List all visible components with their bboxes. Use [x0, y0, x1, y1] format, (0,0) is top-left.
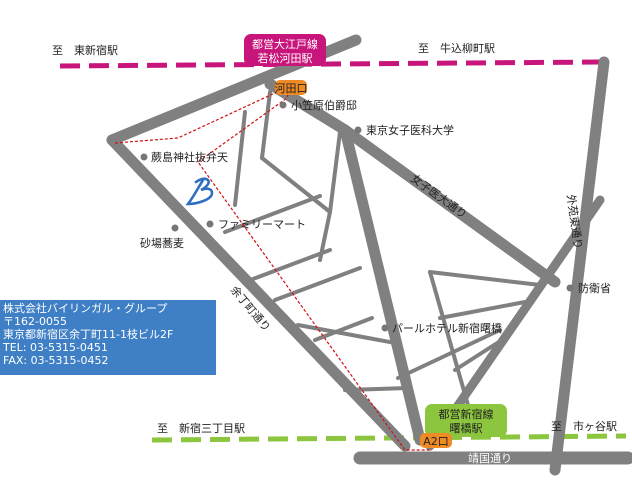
company-tel[interactable]: TEL: 03-5315-0451	[3, 341, 108, 354]
akebonobashi-station[interactable]: 都営新宿線 曙橋駅	[425, 404, 507, 437]
wakamatsu-kawada-station[interactable]: 都営大江戸線 若松河田駅	[244, 34, 326, 66]
exit-kawada-badge	[275, 80, 307, 95]
oedo-station-badge	[244, 34, 326, 66]
landmark-pearl[interactable]: パールホテル新宿曙橋	[381, 321, 503, 335]
landmark-marker	[171, 224, 179, 232]
exit-a2-badge	[420, 433, 452, 448]
shinjuku-west-direction: 至 新宿三丁目駅	[157, 421, 245, 435]
shinjuku-station-badge	[425, 404, 507, 437]
shinjuku-line-name: 都営新宿線	[439, 407, 494, 421]
shinjuku-rail-line	[151, 433, 627, 443]
landmark-marker	[140, 153, 148, 161]
exit-kawada[interactable]: 河田口	[275, 80, 308, 95]
oedo-station-name: 若松河田駅	[258, 51, 313, 65]
company-address: 東京都新宿区余丁町11-1枝ビル2F	[3, 328, 174, 341]
landmark-marker	[279, 101, 287, 109]
landmark-benten[interactable]: 蕨島神社抜弁天	[140, 150, 229, 164]
landmark-sunaba[interactable]: 砂場蕎麦	[140, 224, 184, 251]
landmark-marker	[566, 284, 574, 292]
oedo-west-direction: 至 東新宿駅	[52, 43, 118, 57]
landmark-familymart[interactable]: ファミリーマート	[206, 218, 307, 231]
walking-route	[114, 84, 432, 451]
company-postal: 〒162-0055	[3, 315, 67, 328]
gaien-road	[549, 56, 610, 476]
joshi-idai-road	[339, 124, 561, 288]
office-logo-b-icon[interactable]	[185, 177, 214, 206]
landmark-twmu[interactable]: 東京女子医科大学	[354, 123, 455, 137]
road-label-yasukuni: 靖国通り	[468, 452, 512, 465]
oedo-line-name: 都営大江戸線	[252, 37, 318, 51]
oedo-east-direction: 至 牛込柳町駅	[418, 41, 495, 55]
road-label-joshi-idai: 女子医大通り	[408, 171, 470, 221]
landmark-label: 小笠原伯爵邸	[291, 98, 357, 112]
minor-streets	[223, 90, 542, 414]
landmark-ogasawara[interactable]: 小笠原伯爵邸	[279, 98, 358, 112]
exit-a2[interactable]: A2口	[420, 433, 452, 448]
company-name: 株式会社バイリンガル・グループ	[3, 302, 168, 315]
yocho-road	[106, 134, 411, 452]
landmark-marker	[381, 324, 389, 332]
company-info-box: 株式会社バイリンガル・グループ 〒162-0055 東京都新宿区余丁町11-1枝…	[0, 300, 216, 375]
oedo-rail-line	[59, 59, 601, 69]
landmark-label: 蕨島神社抜弁天	[151, 150, 228, 164]
exit-a2-label: A2口	[423, 435, 449, 448]
landmark-label: ファミリーマート	[218, 218, 306, 231]
landmark-label: 東京女子医科大学	[366, 123, 454, 137]
roads	[106, 34, 632, 476]
landmark-label: パールホテル新宿曙橋	[392, 321, 502, 335]
landmark-marker	[354, 126, 362, 134]
shinjuku-east-direction: 至 市ヶ谷駅	[551, 419, 617, 433]
landmark-label: 砂場蕎麦	[140, 237, 184, 250]
landmark-mod[interactable]: 防衛省	[566, 281, 612, 295]
shinjuku-station-name: 曙橋駅	[450, 421, 483, 435]
company-fax: FAX: 03-5315-0452	[3, 354, 109, 367]
landmark-label: 防衛省	[578, 281, 611, 295]
exit-kawada-label: 河田口	[275, 82, 308, 95]
landmark-marker	[206, 220, 214, 228]
